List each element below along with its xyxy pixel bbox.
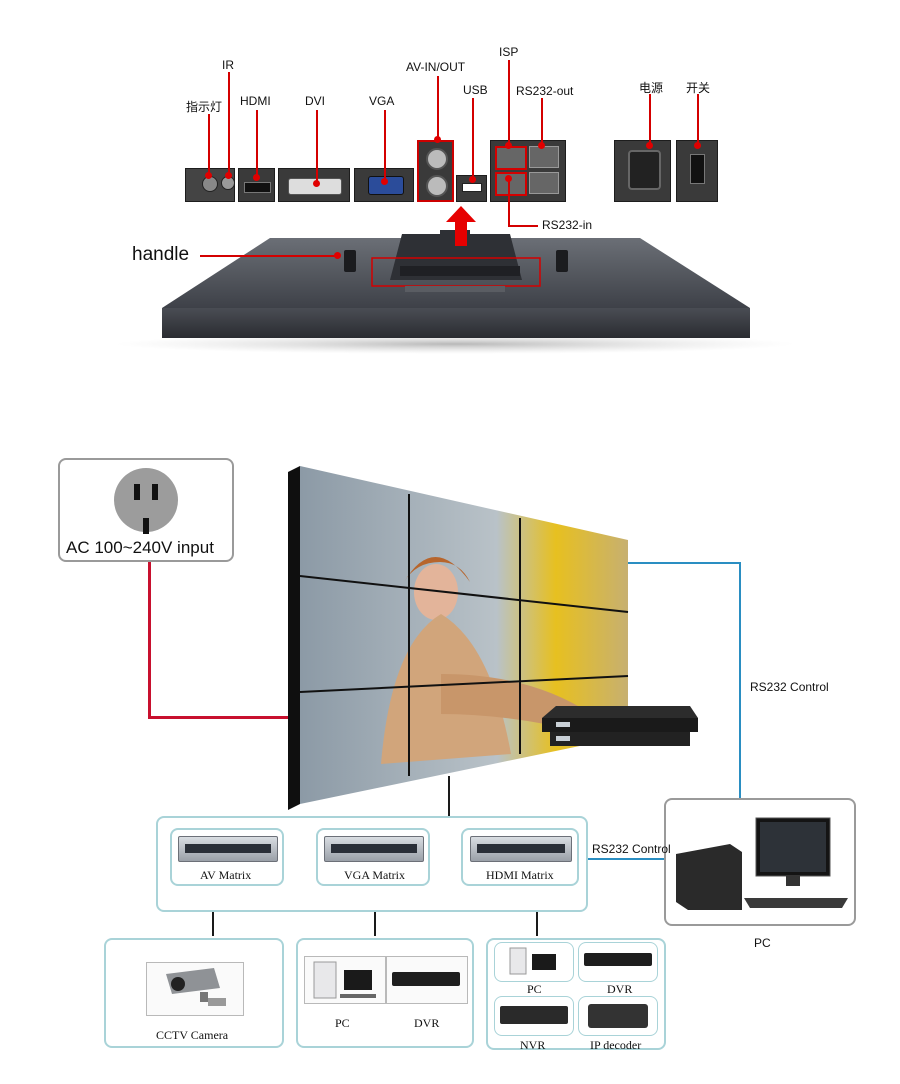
rs232-wire-mid bbox=[588, 858, 666, 860]
label-av: AV-IN/OUT bbox=[406, 60, 466, 74]
pc-desktop-icon bbox=[313, 961, 376, 999]
group3-dvr-icon bbox=[584, 953, 652, 966]
group3-dvr-label: DVR bbox=[607, 982, 633, 996]
label-indicator: 指示灯 bbox=[186, 100, 223, 114]
label-power: 电源 bbox=[639, 81, 664, 95]
label-isp: ISP bbox=[499, 45, 519, 59]
arrow-up-icon bbox=[446, 206, 476, 246]
usb-socket-icon bbox=[462, 183, 482, 192]
power-input-label: AC 100~240V input bbox=[66, 538, 214, 557]
video-wall-image bbox=[288, 466, 629, 810]
group3-ip-decoder-icon bbox=[588, 1004, 648, 1028]
av-in-icon bbox=[426, 148, 448, 170]
group3-pc-label: PC bbox=[527, 982, 542, 996]
hdmi-socket-icon bbox=[244, 182, 271, 193]
rs232-wire-top bbox=[628, 562, 740, 564]
vga-matrix-label: VGA Matrix bbox=[344, 868, 405, 882]
power-socket-icon bbox=[628, 150, 661, 190]
pc-right-label: PC bbox=[754, 936, 771, 950]
rs232-out-socket-icon bbox=[529, 146, 559, 168]
av-out-icon bbox=[426, 175, 448, 197]
dvr-device-icon bbox=[392, 972, 460, 986]
av-matrix-label: AV Matrix bbox=[200, 868, 252, 882]
label-rs232-out: RS232-out bbox=[516, 84, 574, 98]
group3-nvr-icon bbox=[500, 1006, 568, 1024]
vga-matrix-device-icon bbox=[324, 836, 424, 862]
label-switch: 开关 bbox=[686, 81, 711, 95]
pc-workstation-icon bbox=[676, 817, 848, 910]
hdmi-matrix-label: HDMI Matrix bbox=[486, 868, 554, 882]
label-ir: IR bbox=[222, 58, 234, 72]
power-wire bbox=[148, 560, 151, 718]
group2-dvr-label: DVR bbox=[414, 1016, 440, 1030]
switch-rocker-icon bbox=[690, 154, 705, 184]
group3-nvr-label: NVR bbox=[520, 1038, 546, 1052]
rs232-control-mid-label: RS232 Control bbox=[592, 842, 671, 856]
cctv-label: CCTV Camera bbox=[156, 1028, 229, 1042]
wall-controller-icon bbox=[542, 706, 698, 746]
rs232-control-top-label: RS232 Control bbox=[750, 680, 829, 694]
group3-ip-decoder-label: IP decoder bbox=[590, 1038, 642, 1052]
label-hdmi: HDMI bbox=[240, 94, 271, 108]
rs232-extra-socket-icon bbox=[529, 172, 559, 194]
isp-socket-icon bbox=[495, 146, 527, 170]
label-usb: USB bbox=[463, 83, 488, 97]
cctv-camera-icon bbox=[166, 968, 226, 1006]
hdmi-matrix-device-icon bbox=[470, 836, 572, 862]
group2-pc-label: PC bbox=[335, 1016, 350, 1030]
label-vga: VGA bbox=[369, 94, 395, 108]
label-dvi: DVI bbox=[305, 94, 326, 108]
group3-pc-icon bbox=[509, 947, 556, 975]
av-matrix-device-icon bbox=[178, 836, 278, 862]
label-rs232-in: RS232-in bbox=[542, 218, 593, 232]
vga-socket-icon bbox=[368, 176, 404, 195]
video-wire bbox=[448, 776, 450, 818]
label-handle: handle bbox=[132, 244, 190, 265]
